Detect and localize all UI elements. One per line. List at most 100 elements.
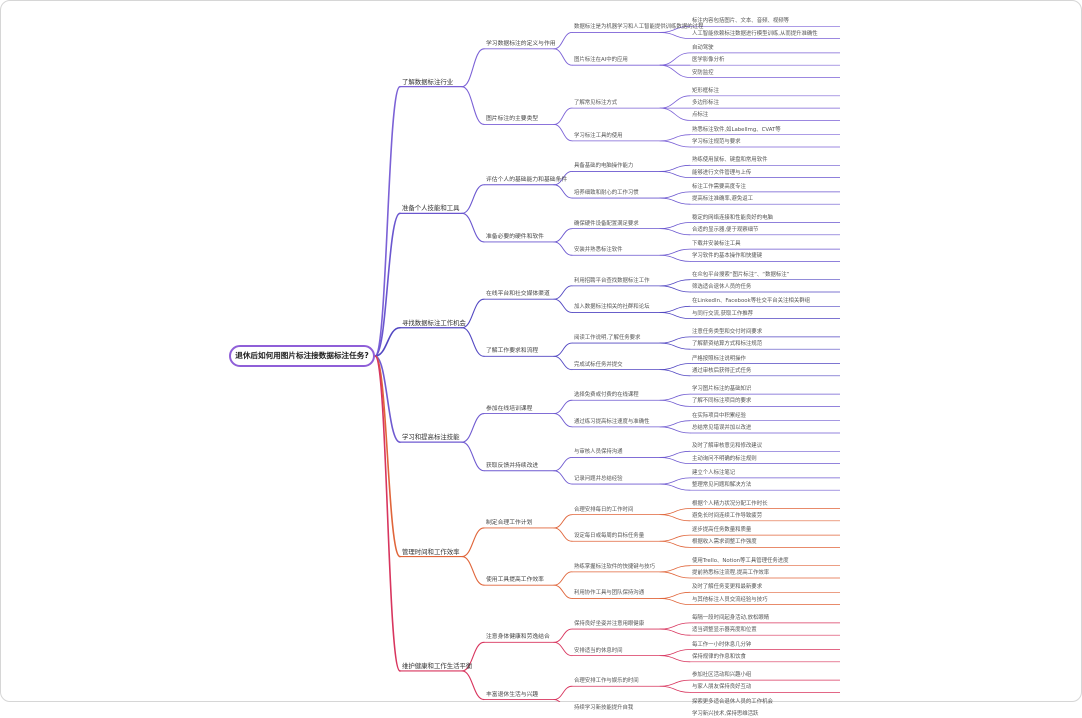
topic-point[interactable]: 学习标注工具的使用 bbox=[574, 132, 623, 139]
topic-detail[interactable]: 多边形标注 bbox=[692, 100, 719, 107]
topic-detail[interactable]: 了解不同标注项目的要求 bbox=[692, 398, 752, 405]
subtopic[interactable]: 学习数据标注的定义与作用 bbox=[486, 40, 556, 47]
topic-point[interactable]: 利用协作工具与团队保持沟通 bbox=[574, 590, 645, 597]
topic-detail[interactable]: 整理常见问题和解决方法 bbox=[692, 482, 752, 489]
topic-detail[interactable]: 学习新兴技术,保持思维活跃 bbox=[692, 711, 759, 717]
subtopic[interactable]: 丰富退休生活与兴趣 bbox=[486, 691, 539, 698]
main-branch[interactable]: 寻找数据标注工作机会 bbox=[402, 318, 466, 327]
topic-detail[interactable]: 避免长时间连续工作导致疲劳 bbox=[692, 512, 763, 519]
topic-detail[interactable]: 医学影像分析 bbox=[692, 57, 725, 64]
topic-detail[interactable]: 注意任务类型和交付时间要求 bbox=[692, 328, 763, 335]
topic-detail[interactable]: 及时了解审核意见和修改建议 bbox=[692, 443, 763, 450]
topic-detail[interactable]: 稳定的网络连接和性能良好的电脑 bbox=[692, 214, 773, 221]
topic-detail[interactable]: 参加社区活动和兴趣小组 bbox=[692, 672, 752, 679]
main-branch[interactable]: 准备个人技能和工具 bbox=[402, 204, 460, 213]
topic-point[interactable]: 保持良好坐姿并注意用眼健康 bbox=[574, 621, 645, 628]
topic-detail[interactable]: 熟悉标注软件,如LabelImg、CVAT等 bbox=[692, 126, 781, 133]
topic-detail[interactable]: 与同行交流,获取工作推荐 bbox=[692, 310, 754, 317]
topic-detail[interactable]: 每隔一段时间起身活动,放松眼睛 bbox=[692, 614, 770, 621]
subtopic[interactable]: 使用工具提高工作效率 bbox=[486, 577, 544, 584]
topic-detail[interactable]: 在LinkedIn、Facebook等社交平台关注相关群组 bbox=[692, 298, 810, 305]
topic-point[interactable]: 培养细致和耐心的工作习惯 bbox=[574, 190, 639, 197]
topic-detail[interactable]: 总结常见错误并加以改进 bbox=[692, 425, 752, 431]
topic-detail[interactable]: 熟练使用鼠标、键盘和常用软件 bbox=[692, 157, 768, 164]
topic-detail[interactable]: 通过审核后获得正式任务 bbox=[692, 367, 752, 374]
topic-point[interactable]: 通过练习提高标注速度与准确性 bbox=[574, 418, 650, 425]
topic-detail[interactable]: 学习图片标注的基础知识 bbox=[692, 386, 752, 393]
topic-point[interactable]: 选择免费或付费的在线课程 bbox=[574, 392, 639, 399]
topic-detail[interactable]: 提高标注准确率,避免返工 bbox=[692, 196, 754, 203]
topic-point[interactable]: 记录问题并总结经验 bbox=[574, 476, 623, 483]
main-branch[interactable]: 管理时间和工作效率 bbox=[402, 547, 460, 556]
topic-detail[interactable]: 标注工作需要高度专注 bbox=[692, 183, 746, 190]
topic-detail[interactable]: 主动询问不明确的标注规则 bbox=[692, 455, 757, 462]
topic-point[interactable]: 了解常见标注方式 bbox=[574, 100, 618, 107]
topic-point[interactable]: 利用招聘平台查找数据标注工作 bbox=[574, 277, 650, 284]
topic-detail[interactable]: 能够进行文件管理与上传 bbox=[692, 169, 752, 176]
topic-point[interactable]: 合理安排工作与娱乐的时间 bbox=[574, 678, 639, 685]
main-branch[interactable]: 学习和提高标注技能 bbox=[402, 433, 460, 442]
subtopic[interactable]: 在线平台和社交媒体渠道 bbox=[486, 291, 550, 298]
topic-detail[interactable]: 了解薪资结算方式和标注规范 bbox=[692, 341, 763, 348]
connector-line bbox=[461, 641, 485, 672]
subtopic[interactable]: 准备必要的硬件和软件 bbox=[486, 233, 544, 240]
topic-detail[interactable]: 建立个人标注笔记 bbox=[692, 469, 736, 476]
topic-detail[interactable]: 在众包平台搜索“图片标注”、“数据标注” bbox=[692, 271, 790, 278]
topic-detail[interactable]: 适当调整显示器亮度和位置 bbox=[692, 627, 757, 634]
topic-detail[interactable]: 自动驾驶 bbox=[692, 44, 714, 51]
connector-line bbox=[553, 571, 573, 586]
topic-point[interactable]: 持续学习新技能提升自我 bbox=[574, 704, 634, 711]
topic-detail[interactable]: 学习标注规范与要求 bbox=[692, 139, 741, 145]
topic-detail[interactable]: 在实际项目中积累经验 bbox=[692, 412, 746, 419]
connector-line bbox=[374, 355, 401, 443]
main-branch[interactable]: 维护健康和工作生活平衡 bbox=[402, 661, 473, 670]
topic-point[interactable]: 阅读工作说明,了解任务要求 bbox=[574, 335, 641, 342]
topic-detail[interactable]: 保持规律的作息和饮食 bbox=[692, 653, 746, 660]
subtopic[interactable]: 了解工作要求和流程 bbox=[486, 348, 539, 355]
topic-point[interactable]: 确保硬件设备配置满足要求 bbox=[574, 220, 639, 227]
topic-detail[interactable]: 与家人朋友保持良好互动 bbox=[692, 684, 752, 691]
topic-detail[interactable]: 学习软件的基本操作和快捷键 bbox=[692, 253, 763, 260]
topic-detail[interactable]: 根据个人精力状况分配工作时长 bbox=[692, 500, 768, 507]
subtopic[interactable]: 获取反馈并持续改进 bbox=[486, 462, 539, 469]
subtopic[interactable]: 图片标注的主要类型 bbox=[486, 116, 539, 123]
connector-line bbox=[461, 556, 485, 586]
main-branch[interactable]: 了解数据标注行业 bbox=[402, 77, 454, 86]
topic-detail[interactable]: 合适的显示器,便于观察细节 bbox=[692, 226, 759, 233]
topic-detail[interactable]: 提前熟悉标注流程,提高工作效率 bbox=[692, 570, 770, 576]
topic-detail[interactable]: 下载并安装标注工具 bbox=[692, 241, 741, 248]
topic-point[interactable]: 图片标注在AI中的应用 bbox=[574, 57, 628, 64]
topic-detail[interactable]: 安防监控 bbox=[692, 69, 714, 76]
topic-detail[interactable]: 根据收入需求调整工作强度 bbox=[692, 539, 757, 546]
topic-detail[interactable]: 与其他标注人员交流经验与技巧 bbox=[692, 596, 768, 603]
subtopic[interactable]: 评估个人的基础能力和基础条件 bbox=[486, 176, 568, 183]
subtopic[interactable]: 参加在线培训课程 bbox=[486, 405, 533, 412]
topic-detail[interactable]: 点标注 bbox=[692, 112, 709, 119]
topic-detail[interactable]: 及时了解任务变更和最新要求 bbox=[692, 584, 763, 591]
topic-point[interactable]: 合理安排每日的工作时间 bbox=[574, 506, 634, 513]
topic-point[interactable]: 完成试标任务并提交 bbox=[574, 361, 623, 368]
topic-detail[interactable]: 标注内容包括图片、文本、音频、视频等 bbox=[692, 18, 790, 25]
topic-point[interactable]: 数据标注是为机器学习和人工智能提供训练数据的过程 bbox=[574, 24, 704, 31]
topic-detail[interactable]: 使用Trello、Notion等工具管理任务进度 bbox=[692, 557, 789, 564]
topic-detail[interactable]: 探索更多适合退休人员的工作机会 bbox=[692, 698, 773, 705]
topic-point[interactable]: 与审核人员保持沟通 bbox=[574, 449, 623, 456]
subtopic[interactable]: 制定合理工作计划 bbox=[486, 519, 533, 526]
topic-point[interactable]: 熟练掌握标注软件的快捷键与技巧 bbox=[574, 563, 655, 570]
topic-point[interactable]: 安装并熟悉标注软件 bbox=[574, 247, 623, 254]
topic-point[interactable]: 设定每日或每周的目标任务量 bbox=[574, 533, 645, 540]
connector-line bbox=[553, 107, 573, 125]
topic-detail[interactable]: 严格按照标注说明操作 bbox=[692, 355, 746, 362]
topic-detail[interactable]: 逐步提高任务数量和质量 bbox=[692, 527, 752, 534]
topic-point[interactable]: 安排适当的休息时间 bbox=[574, 647, 623, 654]
root-topic[interactable]: 退休后如何用图片标注接数据标注任务? bbox=[229, 345, 375, 367]
topic-point[interactable]: 加入数据标注相关的社群和论坛 bbox=[574, 304, 650, 311]
topic-detail[interactable]: 每工作一小时休息几分钟 bbox=[692, 641, 752, 648]
subtopic[interactable]: 注意身体健康和劳逸结合 bbox=[486, 634, 550, 641]
topic-detail[interactable]: 矩形框标注 bbox=[692, 87, 719, 94]
connector-line bbox=[461, 441, 485, 472]
topic-point[interactable]: 具备基础的电脑操作能力 bbox=[574, 163, 634, 170]
topic-detail[interactable]: 筛选适合退休人员的任务 bbox=[692, 284, 752, 290]
topic-detail[interactable]: 人工智能依赖标注数据进行模型训练,从而提升准确性 bbox=[692, 30, 818, 37]
connector-line bbox=[659, 399, 691, 407]
